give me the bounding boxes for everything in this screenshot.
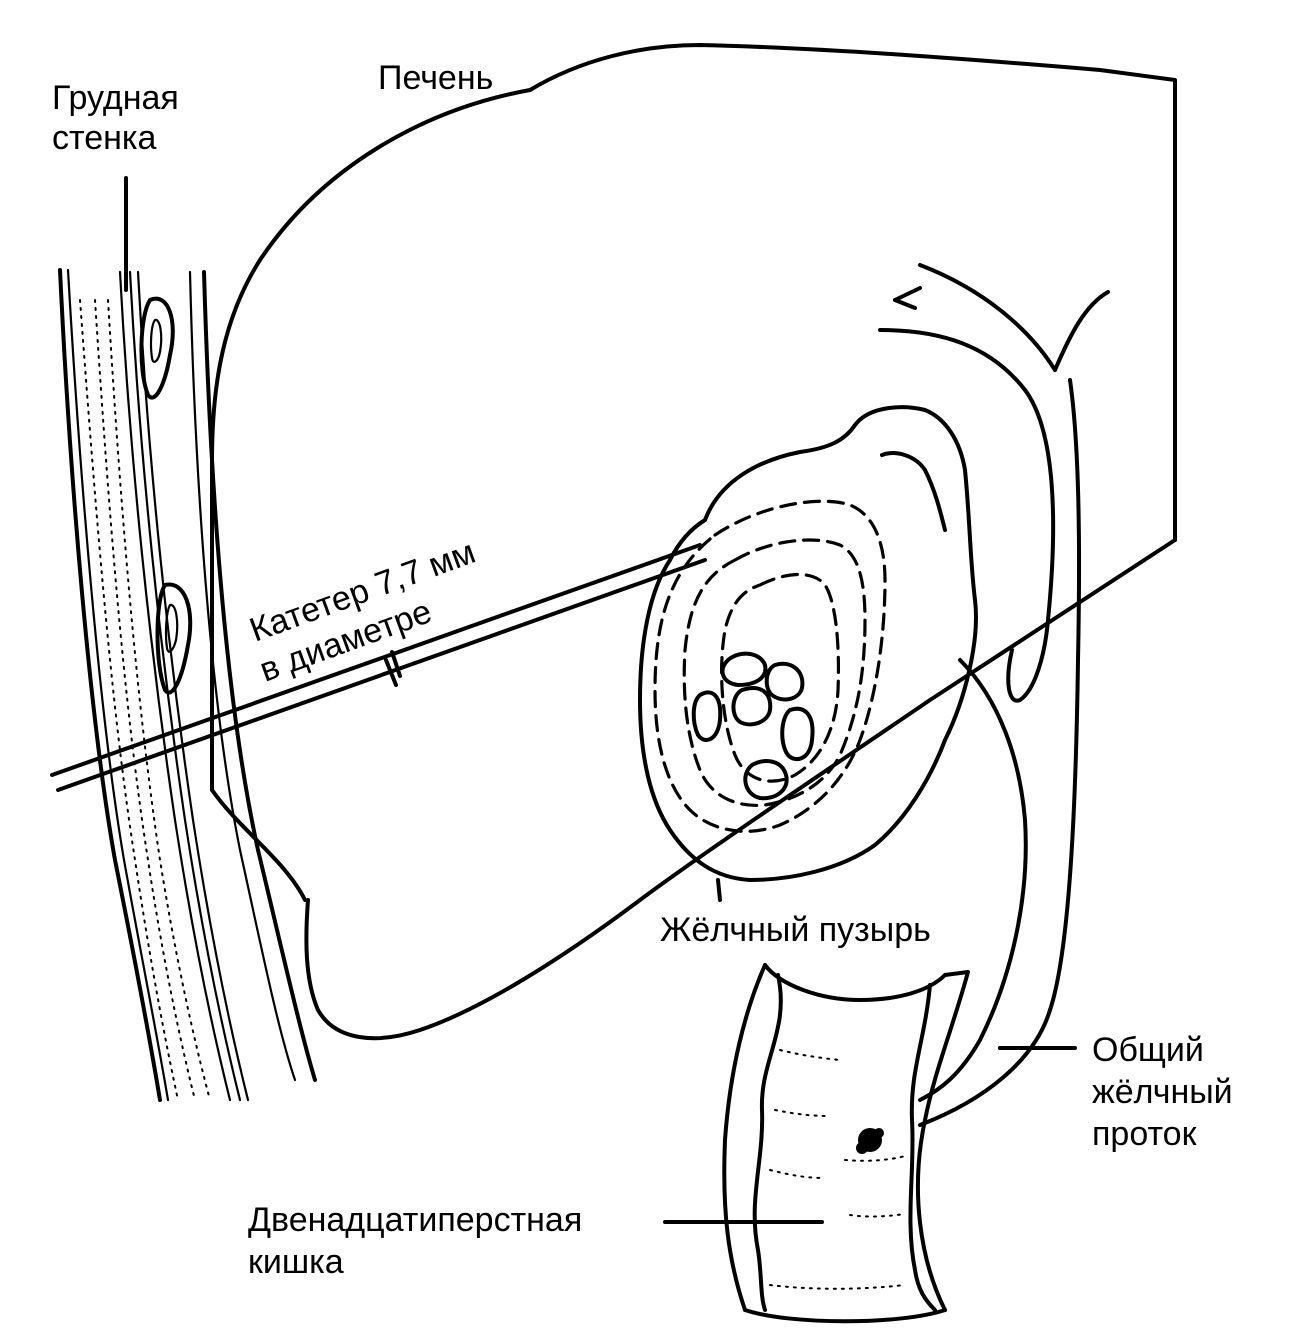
papilla-mark	[856, 1128, 884, 1154]
gallstone	[731, 686, 773, 727]
gallstone	[720, 651, 768, 687]
liver	[210, 43, 1177, 1041]
gallstone	[743, 759, 789, 801]
catheter	[50, 543, 707, 792]
common-bile-duct-label-line2: жёлчный	[1092, 1073, 1233, 1111]
common-bile-duct-label-line3: проток	[1092, 1115, 1197, 1153]
gallstone	[764, 661, 805, 702]
liver-label: Печень	[378, 59, 494, 97]
gallstone	[780, 706, 815, 762]
common-bile-duct-label-line1: Общий	[1092, 1031, 1204, 1069]
bile-ducts	[878, 263, 1110, 1127]
gallstone	[691, 690, 723, 742]
chest-wall-label-line1: Грудная	[52, 79, 179, 117]
duodenum-label-line1: Двенадцатиперстная	[248, 1201, 583, 1239]
gallbladder	[638, 405, 978, 882]
chest-wall-label-line2: стенка	[52, 119, 157, 157]
duodenum-label-line2: кишка	[248, 1243, 344, 1281]
leader-lines	[124, 176, 1077, 1224]
gallbladder-label: Жёлчный пузырь	[660, 911, 931, 949]
duodenum	[722, 963, 970, 1324]
